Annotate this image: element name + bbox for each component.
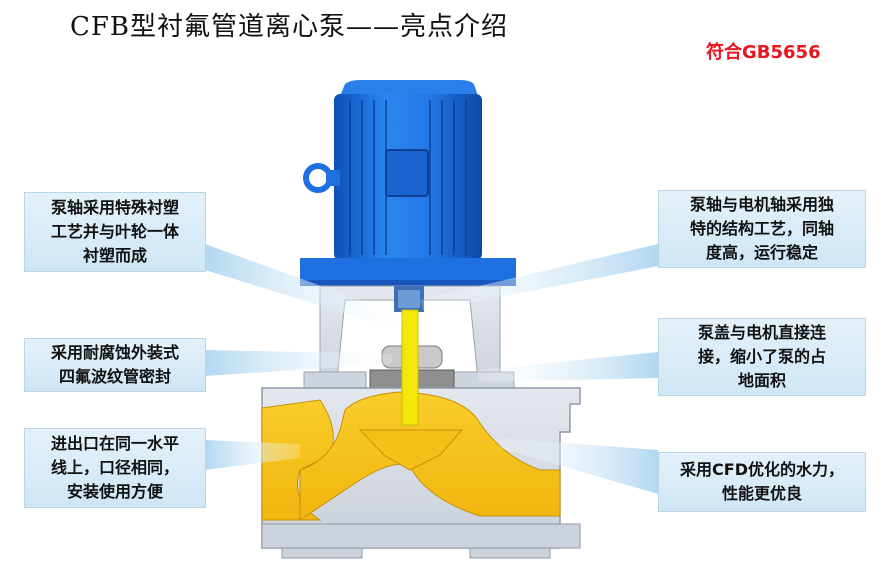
beam-cover <box>478 352 658 382</box>
callout-coaxial: 泵轴与电机轴采用独 特的结构工艺，同轴 度高，运行稳定 <box>658 190 866 268</box>
callout-cfd: 采用CFD优化的水力， 性能更优良 <box>658 452 866 512</box>
pump-shaft <box>402 310 418 425</box>
callout-seal: 采用耐腐蚀外装式 四氟波纹管密封 <box>24 338 206 392</box>
callout-ports: 进出口在同一水平 线上，口径相同， 安装使用方便 <box>24 428 206 508</box>
callout-cover: 泵盖与电机直接连 接，缩小了泵的占 地面积 <box>658 318 866 396</box>
motor <box>300 80 516 286</box>
callout-shaft-lining: 泵轴采用特殊衬塑 工艺并与叶轮一体 衬塑而成 <box>24 192 206 272</box>
